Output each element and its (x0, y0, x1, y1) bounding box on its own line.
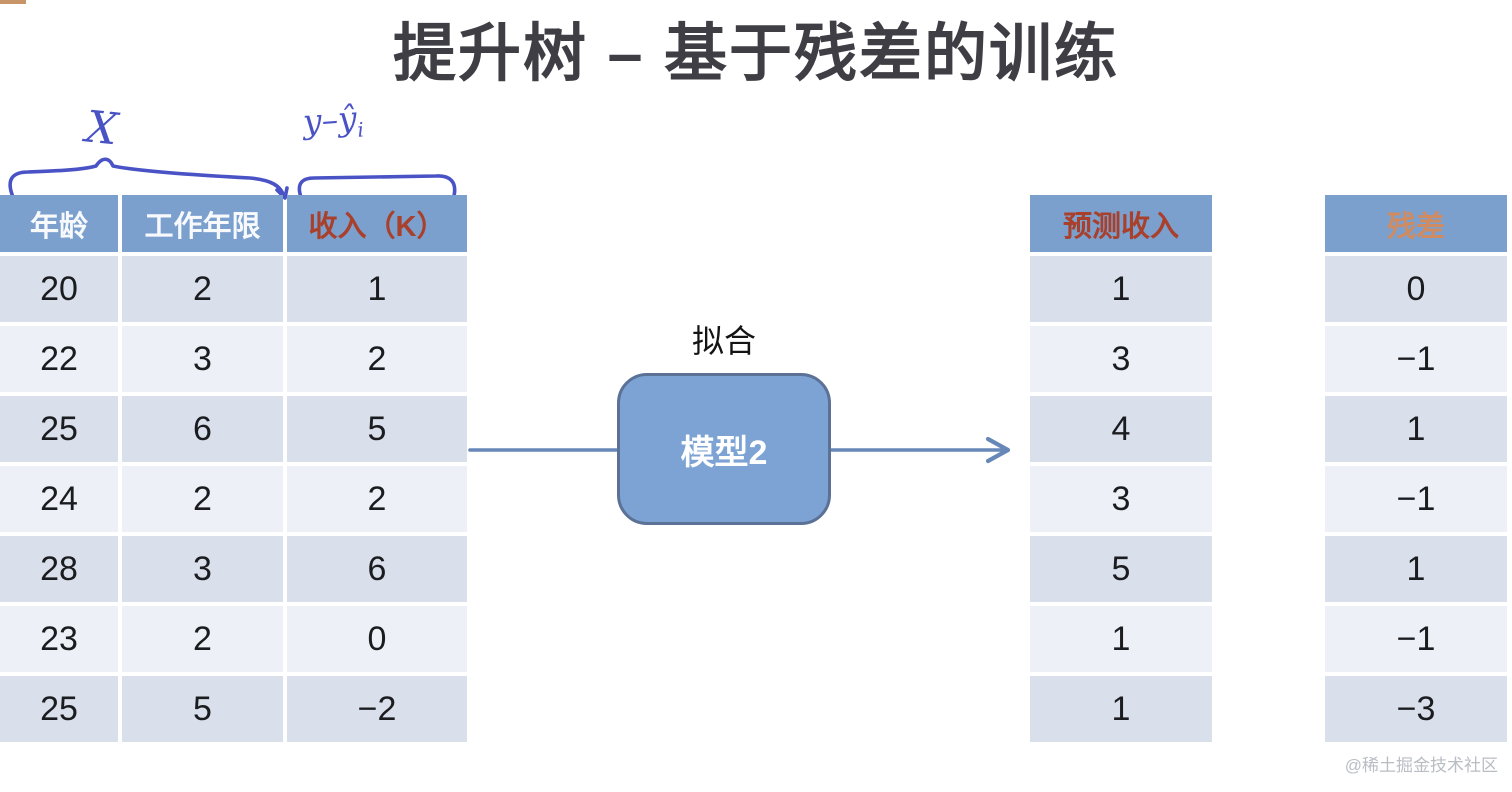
watermark: @稀土掘金技术社区 (1344, 756, 1498, 775)
table-cell: −3 (1325, 676, 1507, 742)
table-cell: −1 (1325, 326, 1507, 392)
model-box: 模型2 (617, 373, 831, 525)
x-brace-stroke (8, 157, 286, 199)
residual-table: 残差 0 −1 1 −1 1 −1 −3 (1325, 195, 1507, 742)
table-cell: 23 (0, 606, 118, 672)
table-cell: 2 (287, 326, 467, 392)
table-cell: 6 (287, 536, 467, 602)
table-cell: 2 (122, 256, 283, 322)
table-cell: 1 (1030, 256, 1212, 322)
table-cell: 1 (1325, 536, 1507, 602)
column-header-workyears: 工作年限 (122, 195, 283, 252)
table-cell: −1 (1325, 466, 1507, 532)
table-cell: 2 (122, 466, 283, 532)
table-cell: 0 (287, 606, 467, 672)
table-cell: −1 (1325, 606, 1507, 672)
arrowhead-icon (985, 436, 1011, 464)
x-brace-tip (275, 186, 289, 200)
column-header-age: 年龄 (0, 195, 118, 252)
table-cell: 25 (0, 676, 118, 742)
corner-marker (0, 0, 26, 4)
table-cell: 2 (122, 606, 283, 672)
table-cell: 5 (287, 396, 467, 462)
table-cell: 1 (1030, 676, 1212, 742)
column-header-residual: 残差 (1325, 195, 1507, 252)
model-box-label: 模型2 (680, 433, 768, 472)
table-cell: 0 (1325, 256, 1507, 322)
handwritten-braces (8, 157, 457, 200)
table-cell: 20 (0, 256, 118, 322)
residual-brace-stroke (297, 174, 457, 199)
table-cell: 3 (1030, 466, 1212, 532)
table-cell: 5 (122, 676, 283, 742)
fit-label: 拟合 (691, 323, 756, 359)
table-cell: 3 (122, 326, 283, 392)
x-annotation: X (83, 101, 120, 156)
page-title: 提升树 – 基于残差的训练 (392, 19, 1120, 89)
predicted-income-table: 预测收入 1 3 4 3 5 1 1 (1030, 195, 1212, 742)
table-cell: 24 (0, 466, 118, 532)
table-cell: 1 (1325, 396, 1507, 462)
residual-formula-annotation: y–ŷi (301, 98, 365, 142)
table-cell: 1 (287, 256, 467, 322)
table-cell: 6 (122, 396, 283, 462)
table-cell: 3 (1030, 326, 1212, 392)
table-cell: 3 (122, 536, 283, 602)
table-cell: 1 (1030, 606, 1212, 672)
table-cell: 4 (1030, 396, 1212, 462)
table-cell: 5 (1030, 536, 1212, 602)
training-data-table: 年龄 工作年限 收入（K） 20 2 1 22 3 2 25 6 5 24 2 … (0, 195, 467, 742)
table-cell: 2 (287, 466, 467, 532)
table-cell: 22 (0, 326, 118, 392)
column-header-predicted-income: 预测收入 (1030, 195, 1212, 252)
table-cell: 28 (0, 536, 118, 602)
table-cell: −2 (287, 676, 467, 742)
column-header-income: 收入（K） (287, 195, 467, 252)
table-cell: 25 (0, 396, 118, 462)
